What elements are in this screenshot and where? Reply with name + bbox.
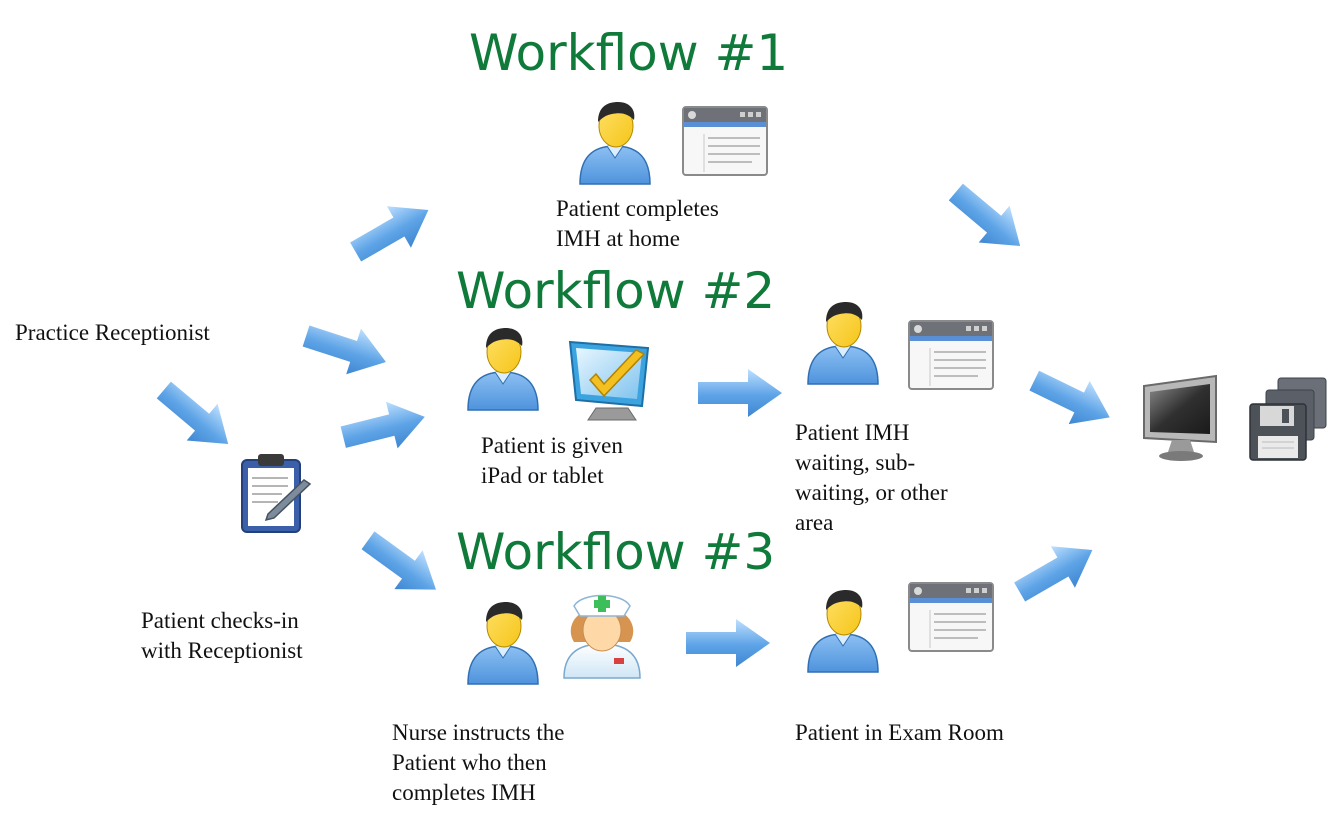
workflow-3-title: Workflow #3 (456, 523, 776, 581)
person-icon (466, 598, 540, 686)
practice-receptionist-label: Practice Receptionist (15, 320, 210, 345)
patient-checks-in-label: Patient checks-in with Receptionist (141, 608, 303, 663)
person-icon (806, 586, 880, 674)
workflow-2-title: Workflow #2 (456, 262, 776, 320)
arrow-icon (1004, 526, 1107, 617)
nurse-instructs-label: Nurse instructs the Patient who then com… (392, 720, 565, 805)
arrow-icon (340, 186, 443, 277)
tablet-check-icon (566, 336, 656, 426)
browser-window-icon (682, 106, 768, 176)
arrow-icon (696, 366, 784, 420)
arrow-icon (145, 368, 247, 466)
person-icon (466, 324, 540, 412)
browser-window-icon (908, 320, 994, 390)
nurse-icon (560, 588, 644, 680)
arrow-icon (296, 310, 396, 389)
floppy-disks-icon (1248, 376, 1328, 462)
browser-window-icon (908, 582, 994, 652)
clipboard-icon (238, 452, 312, 534)
person-icon (578, 98, 652, 186)
workflow-1-title: Workflow #1 (469, 24, 789, 82)
patient-imh-waiting-label: Patient IMH waiting, sub- waiting, or ot… (795, 420, 948, 535)
person-icon (806, 298, 880, 386)
arrow-icon (684, 616, 772, 670)
arrow-icon (351, 517, 454, 612)
patient-given-tablet-label: Patient is given iPad or tablet (481, 433, 623, 488)
arrow-icon (937, 170, 1039, 268)
patient-exam-room-label: Patient in Exam Room (795, 720, 1004, 745)
arrow-icon (1021, 355, 1124, 442)
arrow-icon (335, 390, 433, 464)
patient-completes-home-label: Patient completes IMH at home (556, 196, 719, 251)
monitor-icon (1138, 372, 1222, 462)
